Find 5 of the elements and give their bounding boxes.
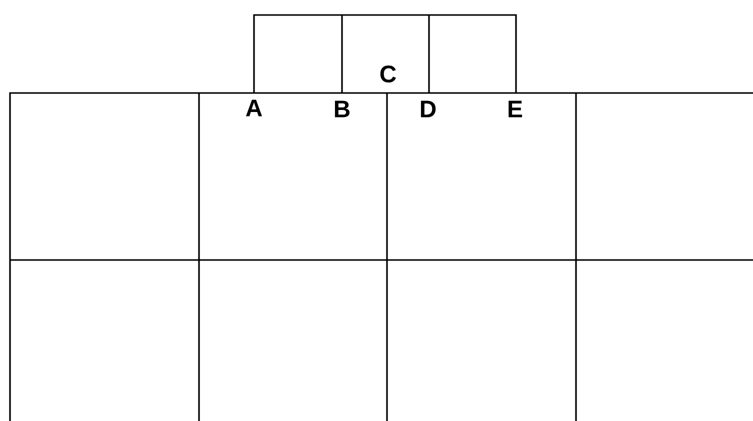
point-label: E <box>508 100 522 118</box>
point-label: B <box>334 100 350 118</box>
point-label: A <box>246 100 262 116</box>
point-label: D <box>420 100 436 118</box>
point-label: C <box>380 66 396 82</box>
